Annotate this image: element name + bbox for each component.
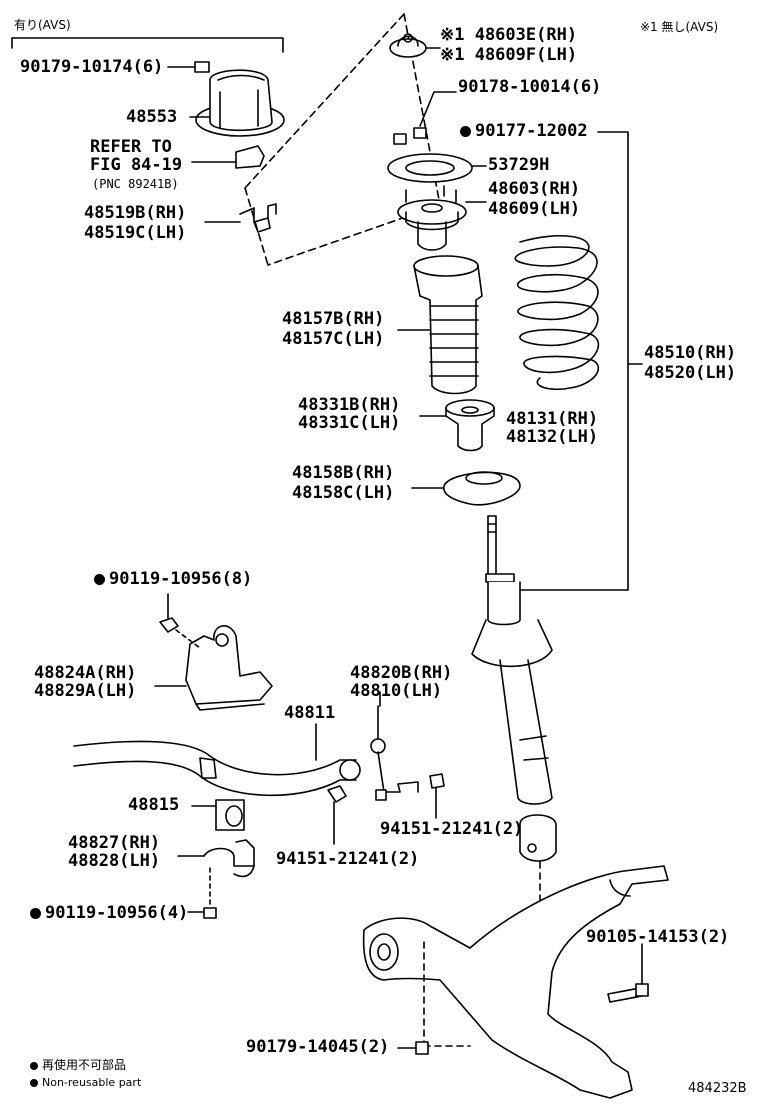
legend-en-text: Non-reusable part bbox=[42, 1076, 142, 1089]
leader-90178 bbox=[419, 91, 457, 127]
bracket-48824 bbox=[185, 625, 273, 711]
plate-53729h bbox=[387, 153, 473, 183]
label-48510: 48510(RH) bbox=[644, 343, 737, 363]
bolt-90119-bottom bbox=[203, 907, 217, 919]
label-refer: REFER TO bbox=[90, 137, 172, 157]
label-refer-fig: FIG 84-19 bbox=[90, 155, 183, 175]
label-refer-pnc: (PNC 89241B) bbox=[92, 177, 179, 191]
label-48820b: 48820B(RH) bbox=[350, 663, 453, 683]
coil-spring-48131 bbox=[514, 234, 600, 391]
label-90177: 90177-12002 bbox=[460, 122, 588, 140]
label-90119-4: 90119-10956(4) bbox=[30, 904, 188, 922]
legend-en: Non-reusable part bbox=[30, 1076, 141, 1090]
label-48158b: 48158B(RH) bbox=[292, 463, 395, 483]
nut-90179-10174 bbox=[194, 61, 210, 73]
cap-48603e bbox=[389, 33, 427, 58]
non-reusable-dot bbox=[94, 574, 105, 585]
non-reusable-dot bbox=[460, 126, 471, 137]
avs-left-note: 有り(AVS) bbox=[14, 18, 71, 32]
bracket-48519 bbox=[239, 203, 277, 233]
label-48810: 48810(LH) bbox=[350, 681, 443, 701]
avs-dashed-boundary bbox=[244, 13, 441, 266]
stabilizer-bar-48811 bbox=[73, 740, 361, 797]
label-90119-8-text: 90119-10956(8) bbox=[109, 569, 253, 589]
legend-jp-text: 再使用不可部品 bbox=[42, 1058, 127, 1072]
refer-part bbox=[235, 145, 265, 169]
bump-stopper-48331 bbox=[445, 399, 495, 452]
nut-94151-b bbox=[429, 773, 445, 789]
dash-90119-top bbox=[175, 629, 201, 649]
label-90105: 90105-14153(2) bbox=[586, 927, 730, 947]
label-94151-b: 94151-21241(2) bbox=[380, 819, 524, 839]
label-48158c: 48158C(LH) bbox=[292, 483, 395, 503]
bolt-90105 bbox=[607, 983, 649, 1003]
label-90119-4-text: 90119-10956(4) bbox=[45, 903, 189, 923]
label-90179-14045: 90179-14045(2) bbox=[246, 1037, 390, 1057]
legend-jp: 再使用不可部品 bbox=[30, 1058, 126, 1072]
support-48603 bbox=[397, 185, 467, 251]
actuator-48553 bbox=[195, 69, 285, 137]
label-48519c: 48519C(LH) bbox=[84, 223, 187, 243]
avs-right-note: ※1 無し(AVS) bbox=[640, 20, 719, 34]
label-48603: 48603(RH) bbox=[488, 179, 581, 199]
label-48824a: 48824A(RH) bbox=[34, 663, 137, 683]
label-48815: 48815 bbox=[128, 795, 180, 815]
label-48603e: ※1 48603E(RH) bbox=[440, 25, 578, 45]
label-48157b: 48157B(RH) bbox=[282, 309, 385, 329]
nut-94151-a bbox=[327, 785, 347, 803]
label-48609: 48609(LH) bbox=[488, 199, 581, 219]
label-48811: 48811 bbox=[284, 703, 336, 723]
label-48829a: 48829A(LH) bbox=[34, 681, 137, 701]
label-48519b: 48519B(RH) bbox=[84, 203, 187, 223]
label-53729h: 53729H bbox=[488, 155, 550, 175]
label-48828: 48828(LH) bbox=[68, 851, 161, 871]
shock-absorber bbox=[471, 515, 557, 862]
label-48131: 48131(RH) bbox=[506, 409, 599, 429]
bolt-90119-top bbox=[159, 617, 179, 633]
label-48553: 48553 bbox=[126, 107, 178, 127]
label-90119-8: 90119-10956(8) bbox=[94, 570, 252, 588]
label-48609f: ※1 48609F(LH) bbox=[440, 45, 578, 65]
figure-id: 484232B bbox=[688, 1081, 747, 1096]
label-94151-a: 94151-21241(2) bbox=[276, 849, 420, 869]
avs-bracket bbox=[11, 37, 284, 53]
bushing-48815 bbox=[215, 799, 245, 831]
label-90178: 90178-10014(6) bbox=[458, 77, 602, 97]
bracket-48827 bbox=[203, 839, 255, 878]
label-48331c: 48331C(LH) bbox=[298, 413, 401, 433]
boot-48157 bbox=[413, 255, 483, 395]
legend-dot bbox=[30, 1062, 38, 1070]
label-48827: 48827(RH) bbox=[68, 833, 161, 853]
arm-dash bbox=[423, 941, 471, 1047]
label-90179-10174: 90179-10174(6) bbox=[20, 57, 164, 77]
seat-48158 bbox=[443, 471, 521, 506]
legend-dot bbox=[30, 1079, 38, 1087]
bracket-48510 bbox=[519, 131, 629, 591]
link-48820b bbox=[370, 705, 419, 801]
lower-arm bbox=[362, 865, 669, 1099]
nuts-90178 bbox=[393, 127, 427, 145]
label-48331b: 48331B(RH) bbox=[298, 395, 401, 415]
label-48132: 48132(LH) bbox=[506, 427, 599, 447]
non-reusable-dot bbox=[30, 908, 41, 919]
label-48520: 48520(LH) bbox=[644, 363, 737, 383]
label-90177-text: 90177-12002 bbox=[475, 121, 588, 141]
label-48157c: 48157C(LH) bbox=[282, 329, 385, 349]
nut-90179-14045 bbox=[415, 1041, 429, 1055]
